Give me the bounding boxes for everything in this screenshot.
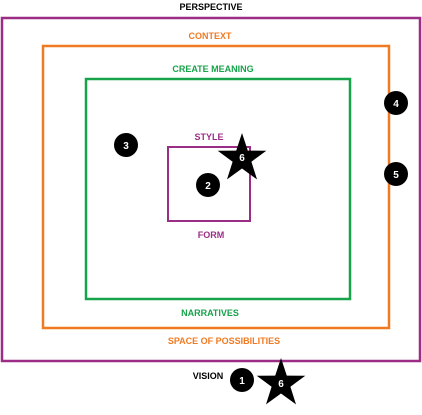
star-inner-number: 6 <box>239 153 245 164</box>
context-label: CONTEXT <box>188 31 232 41</box>
marker-3-circle <box>114 133 138 157</box>
star-bottom-number: 6 <box>278 379 284 390</box>
star-inner-shape <box>217 133 267 180</box>
meaning-frame <box>84 77 352 301</box>
marker-4: 4 <box>384 91 408 115</box>
marker-1-number: 1 <box>239 376 245 387</box>
marker-4-circle <box>384 91 408 115</box>
marker-5: 5 <box>384 162 408 186</box>
style-label: STYLE <box>194 132 223 142</box>
marker-3-number: 3 <box>123 141 129 152</box>
narratives-label: NARRATIVES <box>181 308 239 318</box>
context-frame <box>41 44 391 330</box>
star-marker-bottom: 6 <box>256 358 306 405</box>
vision-label: VISION <box>193 371 224 381</box>
marker-2-number: 2 <box>205 181 211 192</box>
form-label: FORM <box>198 230 225 240</box>
form-frame <box>167 146 251 222</box>
space-of-possibilities-label: SPACE OF POSSIBILITIES <box>168 336 280 346</box>
star-bottom-shape <box>256 358 306 405</box>
marker-2: 2 <box>196 173 220 197</box>
marker-1: 1 <box>230 368 254 392</box>
perspective-label: PERSPECTIVE <box>179 2 242 12</box>
marker-3: 3 <box>114 133 138 157</box>
marker-4-number: 4 <box>393 99 399 110</box>
create-meaning-label: CREATE MEANING <box>172 64 253 74</box>
star-marker-inner: 6 <box>217 133 267 180</box>
marker-1-circle <box>230 368 254 392</box>
marker-5-circle <box>384 162 408 186</box>
marker-2-circle <box>196 173 220 197</box>
marker-5-number: 5 <box>393 170 399 181</box>
perspective-frame <box>0 16 422 363</box>
